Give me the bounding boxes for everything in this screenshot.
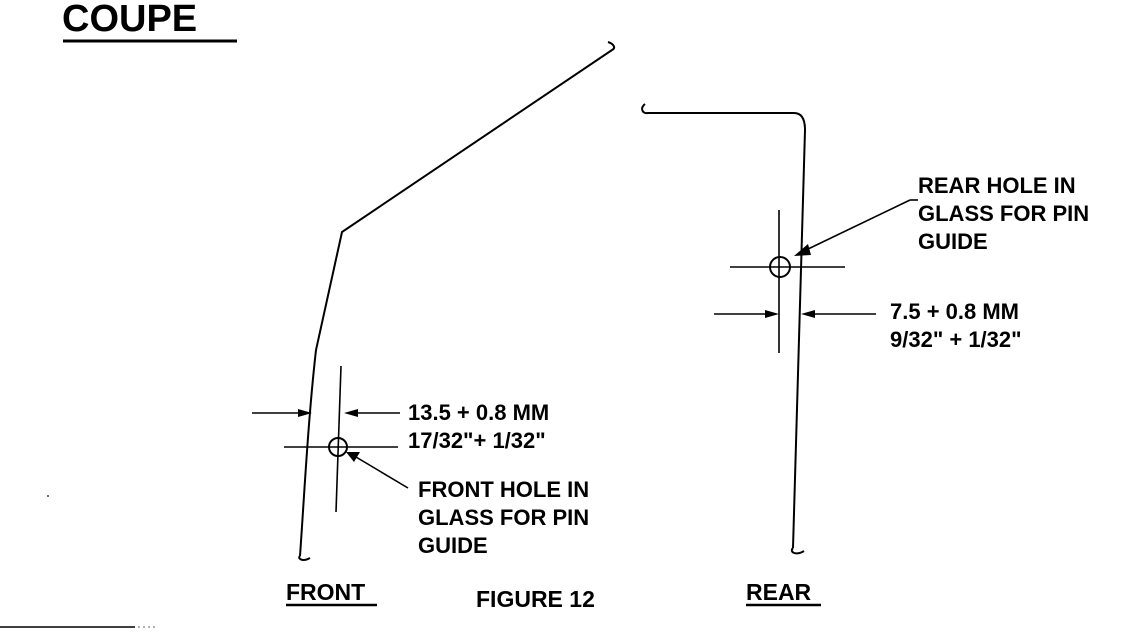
rear-leader-arrowhead xyxy=(794,244,811,256)
front-pin-hole xyxy=(328,437,348,457)
front-hole-note-line-1: FRONT HOLE IN xyxy=(418,477,589,502)
front-dimension-inch: 17/32"+ 1/32" xyxy=(408,428,546,453)
page-title: COUPE xyxy=(62,0,197,40)
front-arrowhead-right xyxy=(344,409,358,417)
front-hole-note-line-2: GLASS FOR PIN xyxy=(418,505,589,530)
front-glass-outline xyxy=(299,41,616,557)
rear-arrowhead-right xyxy=(801,310,815,318)
front-glass-bottom-hook xyxy=(298,555,311,561)
rear-hole-note-line-3: GUIDE xyxy=(918,229,988,254)
rear-dimension-mm: 7.5 + 0.8 MM xyxy=(890,299,1019,324)
rear-arrowhead-left xyxy=(765,310,779,318)
front-hole-note-line-3: GUIDE xyxy=(418,533,488,558)
rear-hole-note-line-2: GLASS FOR PIN xyxy=(918,201,1089,226)
front-leader-arrowhead xyxy=(346,452,360,462)
rear-caption: REAR xyxy=(746,579,812,605)
front-dimension-mm: 13.5 + 0.8 MM xyxy=(408,400,549,425)
rear-hole-note-line-1: REAR HOLE IN xyxy=(918,173,1076,198)
rear-pin-hole xyxy=(769,256,791,278)
front-hole-leader-line xyxy=(355,456,409,489)
rear-glass-outline xyxy=(641,103,807,549)
scan-speck xyxy=(47,495,49,497)
rear-hole-leader-line xyxy=(805,199,911,251)
rear-glass-bottom-hook xyxy=(790,547,805,555)
rear-dimension-inch: 9/32" + 1/32" xyxy=(890,327,1022,352)
front-arrowhead-left xyxy=(298,409,312,417)
figure-label: FIGURE 12 xyxy=(476,586,595,612)
front-caption: FRONT xyxy=(286,579,365,605)
